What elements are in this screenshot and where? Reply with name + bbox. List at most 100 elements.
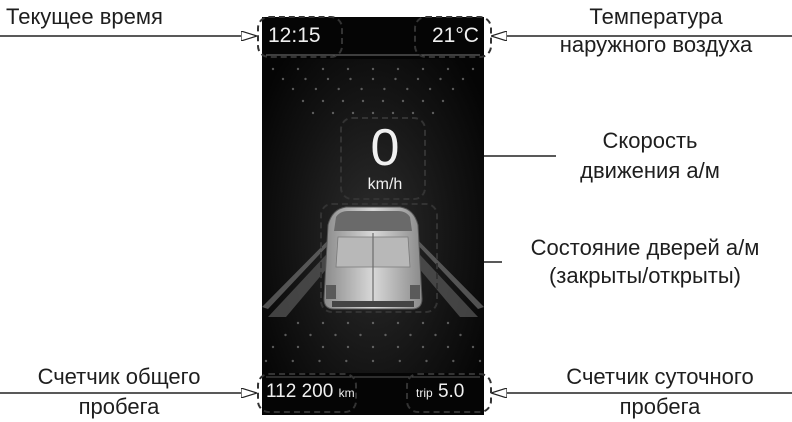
trip-label: trip xyxy=(416,386,433,400)
grid-dot xyxy=(371,321,375,325)
temperature-label: Температура наружного воздуха xyxy=(528,4,784,58)
grid-dot xyxy=(428,87,432,91)
temperature-readout: 21°C xyxy=(432,24,479,47)
grid-dot xyxy=(346,321,350,325)
grid-dot xyxy=(383,87,386,91)
grid-dot xyxy=(296,345,300,349)
grid-dot xyxy=(291,359,294,363)
speed-value: 0 xyxy=(370,119,400,177)
trip-readout: trip 5.0 xyxy=(416,381,464,403)
grid-dot xyxy=(291,87,295,91)
trip-label-callout: Счетчик суточного пробега xyxy=(534,364,786,420)
grid-dot xyxy=(396,67,400,71)
grid-dot xyxy=(281,77,285,81)
grid-dot xyxy=(309,333,312,337)
odometer-value: 112 200 xyxy=(266,381,334,402)
grid-dot xyxy=(361,99,365,103)
grid-dot xyxy=(345,359,348,363)
perspective-dots xyxy=(264,67,482,363)
grid-dot xyxy=(471,67,475,71)
grid-dot xyxy=(346,67,350,71)
grid-dot xyxy=(381,99,385,103)
odometer-label: Счетчик общего пробега xyxy=(4,364,234,420)
grid-dot xyxy=(331,111,335,115)
grid-dot xyxy=(439,77,442,81)
doors-label-line2: (закрыты/открыты) xyxy=(548,263,742,288)
grid-dot xyxy=(346,345,350,349)
grid-dot xyxy=(351,111,355,115)
trip-label-line1: Счетчик суточного xyxy=(566,364,754,389)
grid-dot xyxy=(478,359,482,363)
grid-dot xyxy=(337,87,340,91)
odometer-unit: km xyxy=(338,386,355,400)
temperature-label-line1: Температура xyxy=(589,4,723,29)
temperature-label-line2: наружного воздуха xyxy=(559,32,753,57)
grid-dot xyxy=(396,345,400,349)
grid-dot xyxy=(359,333,362,337)
grid-dot xyxy=(401,99,405,103)
grid-dot xyxy=(271,67,275,71)
grid-dot xyxy=(360,87,363,91)
grid-dot xyxy=(409,333,412,337)
grid-dot xyxy=(371,67,375,71)
grid-dot xyxy=(271,345,275,349)
doors-highlight xyxy=(320,203,438,313)
grid-dot xyxy=(264,359,268,363)
trip-value: 5.0 xyxy=(437,381,465,402)
grid-dot xyxy=(446,345,450,349)
grid-dot xyxy=(371,345,375,349)
grid-dot xyxy=(421,67,425,71)
grid-dot xyxy=(371,359,375,363)
temperature-highlight xyxy=(414,16,492,58)
grid-dot xyxy=(311,111,315,115)
time-readout: 12:15 xyxy=(268,24,321,47)
grid-dot xyxy=(398,359,401,363)
grid-dot xyxy=(334,333,337,337)
grid-dot xyxy=(321,67,325,71)
grid-dot xyxy=(434,333,437,337)
grid-dot xyxy=(421,321,425,325)
speed-highlight xyxy=(340,117,426,200)
grid-dot xyxy=(441,99,445,103)
grid-dot xyxy=(321,345,325,349)
grid-dot xyxy=(296,67,300,71)
grid-dot xyxy=(425,359,428,363)
speed-label-line1: Скорость xyxy=(602,128,698,153)
grid-dot xyxy=(284,333,287,337)
grid-dot xyxy=(371,111,375,115)
van-icon xyxy=(323,206,423,310)
trip-label-line2: пробега xyxy=(619,394,701,419)
grid-dot xyxy=(384,333,387,337)
grid-dot xyxy=(421,99,425,103)
grid-dot xyxy=(341,99,345,103)
speed-label: Скорость движения а/м xyxy=(540,128,760,184)
time-highlight xyxy=(257,16,343,58)
grid-dot xyxy=(431,111,435,115)
grid-dot xyxy=(471,345,475,349)
grid-dot xyxy=(446,67,450,71)
grid-dot xyxy=(396,321,400,325)
grid-dot xyxy=(321,99,325,103)
grid-dot xyxy=(416,77,420,81)
grid-dot xyxy=(459,333,462,337)
doors-label-line1: Состояние дверей а/м xyxy=(530,235,760,260)
grid-dot xyxy=(314,87,318,91)
grid-dot xyxy=(451,87,455,91)
grid-dot xyxy=(326,77,330,81)
grid-dot xyxy=(461,77,465,81)
grid-dot xyxy=(301,99,305,103)
grid-dot xyxy=(296,321,300,325)
grid-dot xyxy=(349,77,352,81)
grid-dot xyxy=(406,87,409,91)
doors-label: Состояние дверей а/м (закрыты/открыты) xyxy=(500,235,790,289)
grid-dot xyxy=(318,359,321,363)
grid-dot xyxy=(321,321,325,325)
instrument-display xyxy=(262,17,484,415)
grid-dot xyxy=(391,111,395,115)
odometer-readout: 112 200 km xyxy=(266,381,355,403)
odometer-label-line2: пробега xyxy=(78,394,160,419)
grid-dot xyxy=(411,111,415,115)
grid-dot xyxy=(304,77,307,81)
grid-dot xyxy=(452,359,455,363)
grid-dot xyxy=(446,321,450,325)
